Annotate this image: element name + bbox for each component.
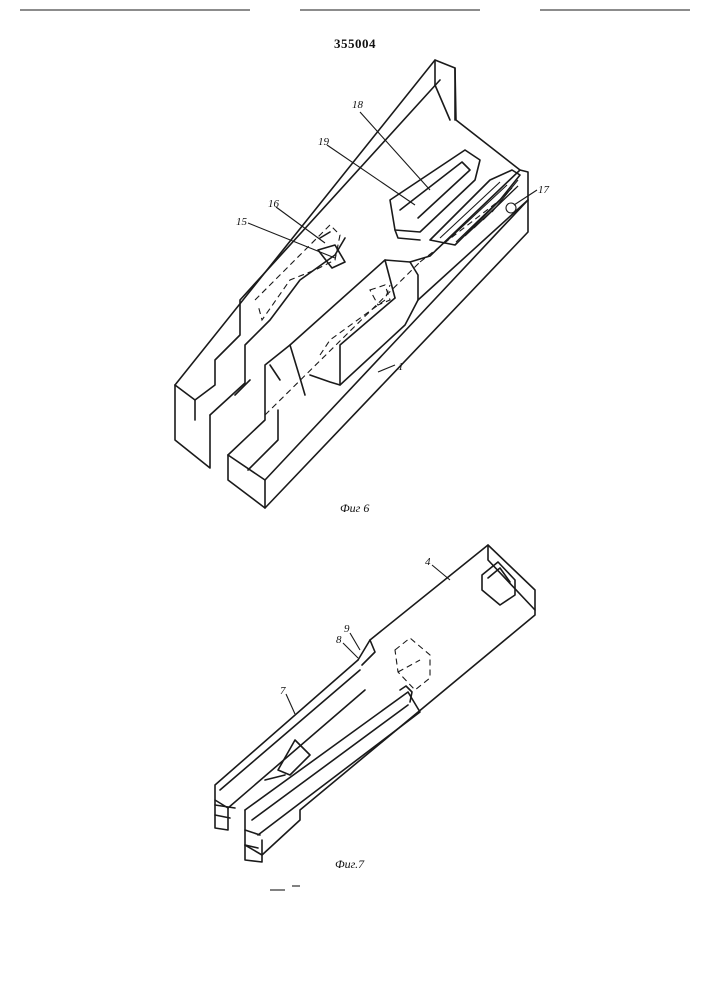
figure-6-base-block	[175, 60, 528, 508]
label-9: 9	[344, 623, 350, 635]
figure-6-caption: Фиг 6	[340, 501, 369, 515]
label-4: 4	[425, 556, 431, 568]
label-1: 1	[398, 361, 404, 373]
label-17: 17	[538, 184, 550, 196]
label-8: 8	[336, 634, 342, 646]
figure-7-leaders	[286, 565, 450, 714]
label-18: 18	[352, 99, 364, 111]
figure-7-caption: Фиг.7	[335, 857, 365, 871]
figure-7-slide-part	[215, 545, 535, 862]
figure-6-leaders	[248, 112, 537, 372]
document-number: 355004	[334, 36, 376, 51]
label-19: 19	[318, 136, 330, 148]
label-16: 16	[268, 198, 280, 210]
label-7: 7	[280, 685, 286, 697]
scan-specks	[270, 886, 300, 890]
label-15: 15	[236, 216, 248, 228]
